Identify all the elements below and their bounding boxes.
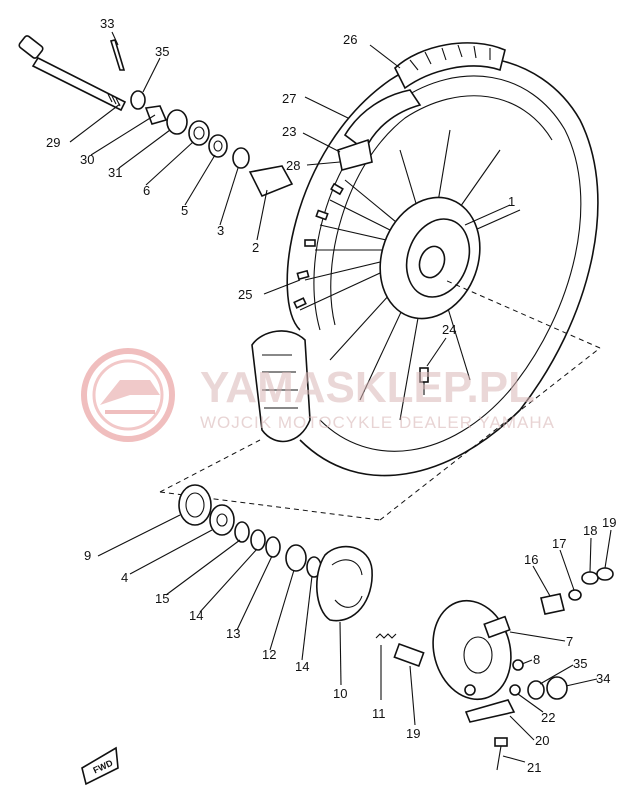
speedo-fitting-16: [540, 593, 565, 615]
seal-12: [285, 544, 307, 572]
oil-seal-9: [178, 484, 212, 526]
spacer-tube: [248, 165, 294, 198]
rim-band: [343, 89, 422, 152]
callout-1: 1: [508, 194, 515, 209]
washer-14a: [250, 529, 266, 551]
callout-labels: 33 35 26 27 23 28 1 29 30 31 6 5 3 2 25 …: [46, 16, 616, 775]
callout-16: 16: [524, 552, 538, 567]
bearing-left-b: [208, 134, 228, 158]
callout-26: 25: [238, 287, 252, 302]
watermark-brand: YAMASKLEP.PL: [200, 363, 535, 412]
callout-13: 13: [226, 626, 240, 641]
nut-19: [596, 567, 614, 581]
washer-18: [581, 571, 599, 585]
callout-29: 28: [286, 158, 300, 173]
callout-23: 22: [541, 710, 555, 725]
callout-2: 2: [252, 240, 259, 255]
callout-27: 26: [343, 32, 357, 47]
callout-30: 29: [46, 135, 60, 150]
callout-11: 11: [372, 706, 386, 721]
axle-nut-33: [546, 676, 568, 700]
rim-flap: [337, 138, 373, 171]
callout-33: 34: [596, 671, 610, 686]
callout-25: 24: [442, 322, 456, 337]
callout-14-right: 14: [295, 659, 309, 674]
callout-14-left: 14: [189, 608, 203, 623]
callout-20: 19: [406, 726, 420, 741]
callout-15: 15: [155, 591, 169, 606]
watermark-logo: [81, 348, 175, 442]
callout-5: 5: [181, 203, 188, 218]
callout-3: 3: [217, 223, 224, 238]
bearing-4: [209, 504, 235, 536]
washer-23: [509, 684, 521, 696]
collar: [144, 105, 168, 125]
circlip-left: [232, 147, 250, 169]
brake-spring: [375, 633, 397, 700]
valve-stem: [419, 367, 429, 395]
watermark-tagline: WOJCIK MOTOCYKLE DEALER YAMAHA: [200, 413, 555, 432]
circlip-17: [568, 589, 582, 601]
callout-18: 18: [583, 523, 597, 538]
brake-shoes: [315, 545, 373, 622]
callout-8: 8: [533, 652, 540, 667]
callout-35-bottom: 35: [573, 656, 587, 671]
bolt-22: [494, 737, 508, 771]
brake-plate: [432, 599, 512, 701]
callout-17: 17: [552, 536, 566, 551]
callout-9: 9: [84, 548, 91, 563]
fwd-badge: FWD: [81, 746, 119, 786]
washer-13: [265, 536, 281, 558]
washer-15: [234, 521, 250, 543]
washer-35b: [527, 680, 545, 700]
callout-7: 7: [566, 634, 573, 649]
callout-12: 12: [262, 647, 276, 662]
leader-lines: [69, 31, 612, 763]
callout-34: 33: [100, 16, 114, 31]
spoke-nipples: [293, 182, 344, 309]
axle-nut: [130, 90, 146, 110]
bearing-left-a: [188, 120, 210, 146]
callout-19: 19: [602, 515, 616, 530]
callout-21: 20: [535, 733, 549, 748]
callout-31: 30: [80, 152, 94, 167]
tyre-tread-top: [394, 42, 506, 90]
callout-35-top: 35: [155, 44, 169, 59]
pin-8: [512, 659, 524, 671]
tyre-tread-bottom: [251, 330, 311, 443]
callout-28: 27: [282, 91, 296, 106]
oil-seal-left: [166, 109, 188, 135]
callout-6: 6: [143, 183, 150, 198]
cam-lever: [464, 699, 516, 723]
callout-4: 4: [121, 570, 128, 585]
callout-24: 23: [282, 124, 296, 139]
callout-32: 31: [108, 165, 122, 180]
axle: [18, 35, 127, 112]
callout-22: 21: [527, 760, 541, 775]
wheel-hub: [379, 196, 481, 320]
callout-10: 10: [333, 686, 347, 701]
cotter-pin: [109, 39, 126, 71]
camshaft: [393, 642, 425, 726]
